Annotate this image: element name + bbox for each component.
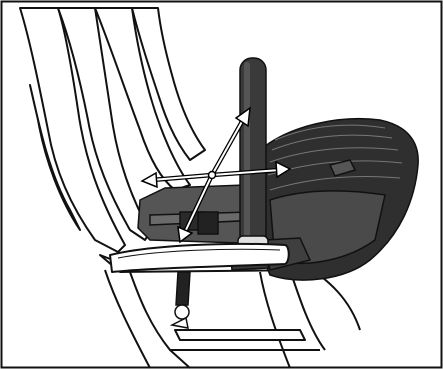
lap-belt <box>172 272 190 328</box>
carry-handle <box>238 58 268 254</box>
